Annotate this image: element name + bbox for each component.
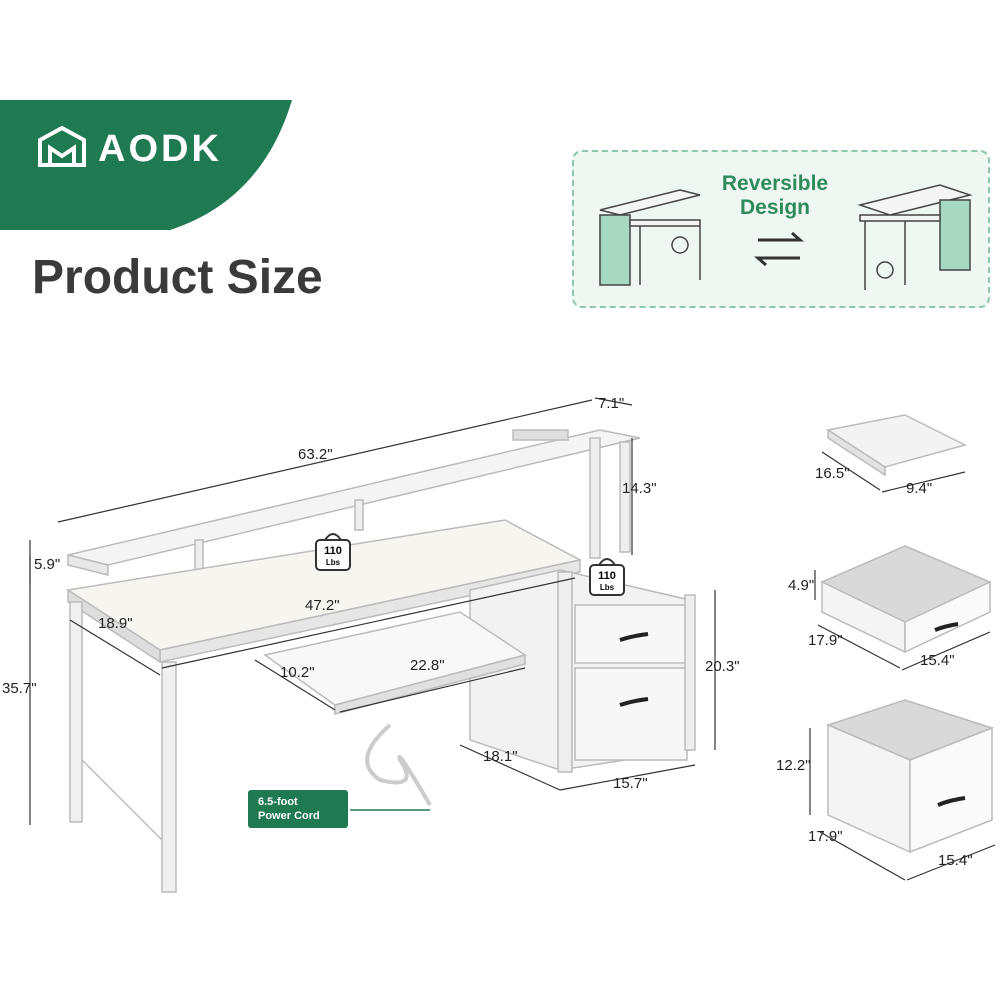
- power-cord-line1: 6.5-foot: [258, 796, 298, 808]
- part-dimension-lines: [809, 451, 996, 881]
- reversible-title-line1: Reversible: [721, 172, 829, 195]
- reversible-title-line2: Design: [739, 196, 810, 219]
- power-cord-line2: Power Cord: [258, 810, 320, 822]
- small-drawer-part: [820, 545, 992, 654]
- dim-total-height: 35.7": [2, 680, 37, 697]
- power-cord: [365, 723, 432, 807]
- large-drawer-part: [825, 699, 995, 854]
- dim-hutch-depth: 7.1": [598, 395, 625, 412]
- load-unit: Lbs: [599, 583, 615, 592]
- dim-total-width: 63.2": [298, 446, 333, 463]
- large-drawer-depth: 15.4": [938, 852, 973, 869]
- dim-cabinet-width: 15.7": [613, 775, 648, 792]
- dimension-lines: [29, 397, 716, 825]
- drawer-handle-icon: [619, 632, 649, 707]
- shelf-width: 16.5": [815, 465, 850, 482]
- power-cord-label: 6.5-foot Power Cord: [248, 790, 348, 828]
- load-badge-cabinet-text: 110 Lbs: [590, 571, 624, 593]
- large-drawer-width: 17.9": [808, 828, 843, 845]
- aodk-logo-icon: [38, 125, 86, 167]
- reversible-design-box: [572, 150, 990, 308]
- reversible-design-title: Reversible Design: [710, 172, 840, 220]
- dim-tray-width: 22.8": [410, 657, 445, 674]
- load-value: 110: [324, 545, 342, 557]
- dim-cabinet-height: 20.3": [705, 658, 740, 675]
- small-drawer-depth: 15.4": [920, 652, 955, 669]
- load-badge-cabinet: [589, 558, 625, 596]
- brand-name: AODK: [98, 128, 222, 170]
- dim-hutch-height: 14.3": [622, 480, 657, 497]
- page-title: Product Size: [32, 251, 323, 304]
- shelf-part: [826, 414, 968, 477]
- load-value: 110: [598, 570, 616, 582]
- shelf-depth: 9.4": [906, 480, 933, 497]
- small-drawer-height: 4.9": [788, 577, 815, 594]
- dim-desk-width: 47.2": [305, 597, 340, 614]
- desk-drawing: [65, 429, 696, 893]
- dim-shelf-gap: 5.9": [34, 556, 61, 573]
- load-badge-desk-text: 110 Lbs: [316, 546, 350, 568]
- large-drawer-height: 12.2": [776, 757, 811, 774]
- dim-cabinet-depth: 18.1": [483, 748, 518, 765]
- small-drawer-width: 17.9": [808, 632, 843, 649]
- load-unit: Lbs: [325, 558, 341, 567]
- load-badge-desk: [315, 533, 351, 571]
- dim-desk-depth: 18.9": [98, 615, 133, 632]
- dim-tray-depth: 10.2": [280, 664, 315, 681]
